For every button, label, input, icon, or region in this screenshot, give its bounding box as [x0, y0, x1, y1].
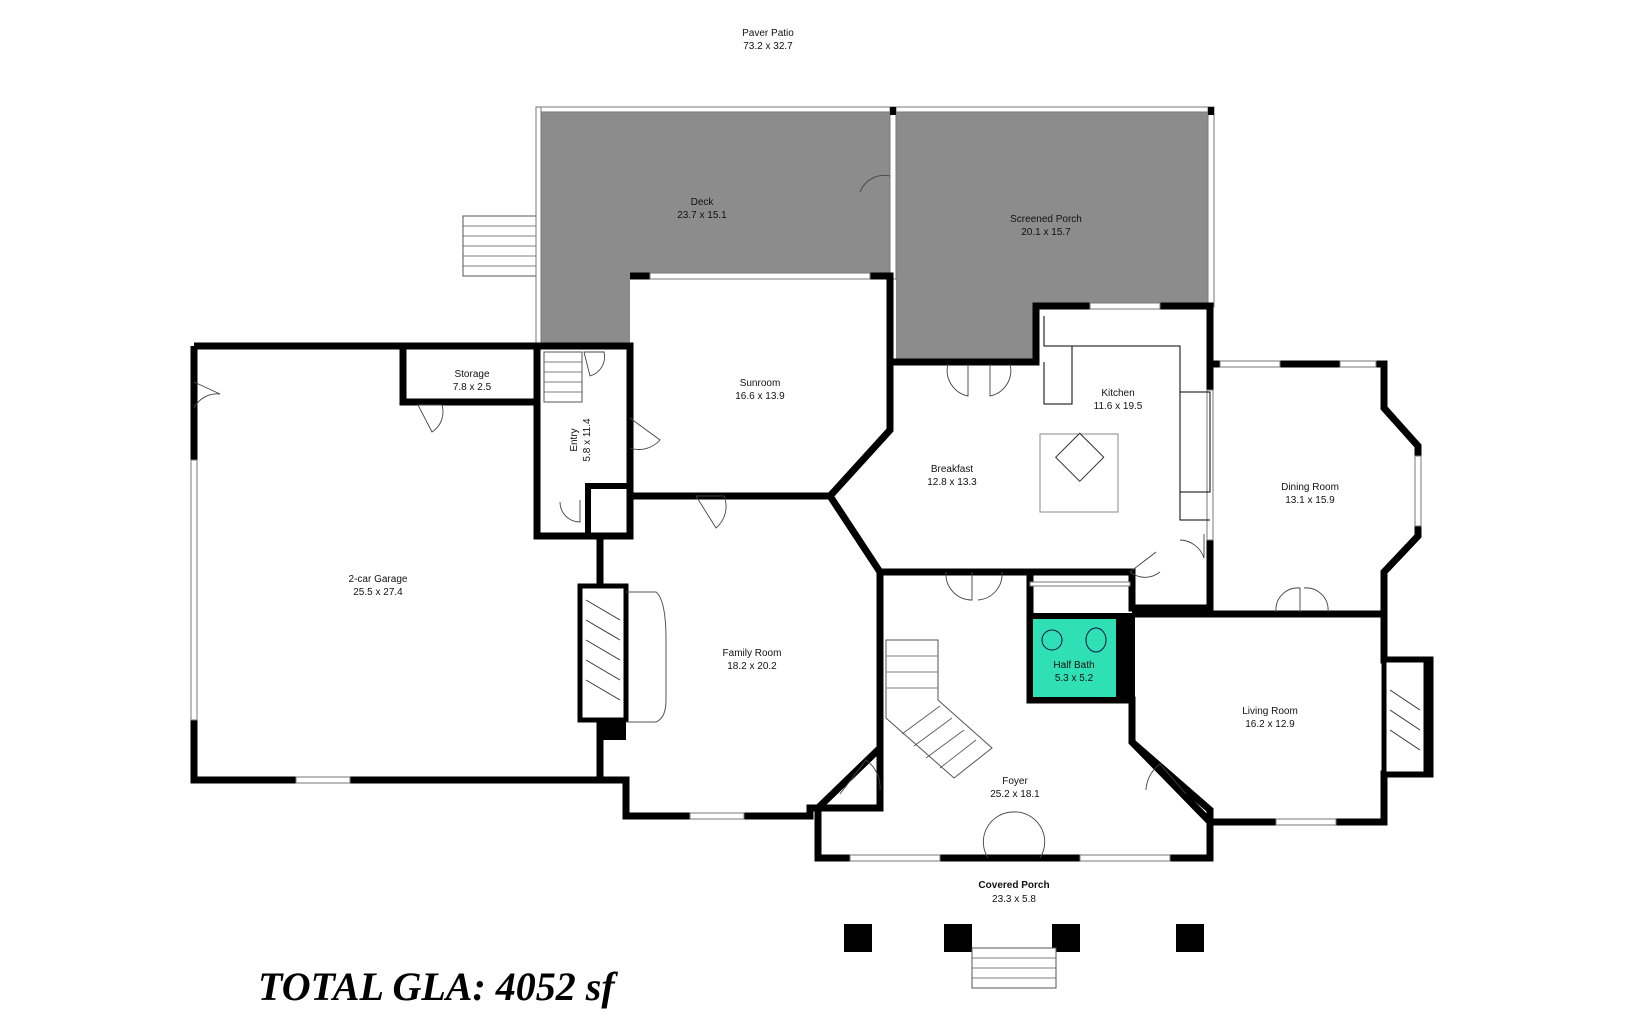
label-living-room: Living Room 16.2 x 12.9 [1242, 706, 1298, 730]
living-room-name: Living Room [1242, 706, 1298, 717]
windows [190, 272, 1422, 862]
doors [193, 174, 1329, 859]
foyer-dims: 25.2 x 18.1 [990, 789, 1040, 800]
paver-patio-name: Paver Patio [742, 28, 794, 39]
label-deck: Deck 23.7 x 15.1 [677, 197, 727, 221]
screened-porch-area [896, 112, 1210, 362]
garage-name: 2-car Garage [349, 574, 408, 585]
deck-dims: 23.7 x 15.1 [677, 210, 727, 221]
label-family-room: Family Room 18.2 x 20.2 [723, 648, 782, 672]
family-room-dims: 18.2 x 20.2 [727, 661, 777, 672]
entry-dims: 5.8 x 11.4 [582, 418, 593, 462]
garage-dims: 25.5 x 27.4 [353, 587, 403, 598]
deck-railing [535, 106, 1215, 348]
label-half-bath: Half Bath 5.3 x 5.2 [1053, 660, 1094, 684]
half-bath-dims: 5.3 x 5.2 [1055, 673, 1094, 684]
deck-stairs [462, 215, 541, 277]
covered-porch-dims: 23.3 x 5.8 [992, 894, 1036, 905]
half-bath-fixtures [1041, 627, 1107, 653]
sunroom-name: Sunroom [740, 378, 781, 389]
deck-area [510, 112, 890, 344]
living-room-dims: 16.2 x 12.9 [1245, 719, 1295, 730]
label-covered-porch: Covered Porch 23.3 x 5.8 [978, 880, 1049, 905]
dining-room-dims: 13.1 x 15.9 [1285, 495, 1335, 506]
storage-dims: 7.8 x 2.5 [453, 382, 492, 393]
breakfast-name: Breakfast [931, 464, 973, 475]
kitchen-dims: 11.6 x 19.5 [1094, 401, 1143, 412]
label-storage: Storage 7.8 x 2.5 [453, 369, 492, 393]
fireplace-hatching [585, 599, 1421, 751]
label-dining-room: Dining Room 13.1 x 15.9 [1281, 482, 1339, 506]
hearth [626, 591, 667, 723]
screened-porch-name: Screened Porch [1010, 214, 1082, 225]
label-kitchen: Kitchen 11.6 x 19.5 [1094, 388, 1143, 412]
entry-name: Entry [569, 428, 580, 451]
interior-stairs [543, 351, 993, 779]
label-entry: Entry 5.8 x 11.4 [569, 418, 593, 462]
half-bath-name: Half Bath [1053, 660, 1094, 671]
kitchen-name: Kitchen [1101, 388, 1134, 399]
screened-porch-dims: 20.1 x 15.7 [1021, 227, 1071, 238]
covered-porch-columns [844, 924, 1204, 989]
covered-porch-name: Covered Porch [978, 880, 1049, 891]
breakfast-dims: 12.8 x 13.3 [927, 477, 977, 488]
deck-name: Deck [691, 197, 715, 208]
label-breakfast: Breakfast 12.8 x 13.3 [927, 464, 977, 488]
label-screened-porch: Screened Porch 20.1 x 15.7 [1010, 214, 1082, 238]
dining-room-name: Dining Room [1281, 482, 1339, 493]
label-garage: 2-car Garage 25.5 x 27.4 [349, 574, 408, 598]
storage-name: Storage [454, 369, 489, 380]
foyer-name: Foyer [1002, 776, 1028, 787]
total-gla: TOTAL GLA: 4052 sf [258, 964, 618, 1009]
label-foyer: Foyer 25.2 x 18.1 [990, 776, 1040, 800]
sunroom-dims: 16.6 x 13.9 [735, 391, 785, 402]
paver-patio-dims: 73.2 x 32.7 [743, 41, 793, 52]
family-room-name: Family Room [723, 648, 782, 659]
kitchen-fixtures [1039, 316, 1211, 521]
label-sunroom: Sunroom 16.6 x 13.9 [735, 378, 785, 402]
label-paver-patio: Paver Patio 73.2 x 32.7 [742, 28, 794, 52]
